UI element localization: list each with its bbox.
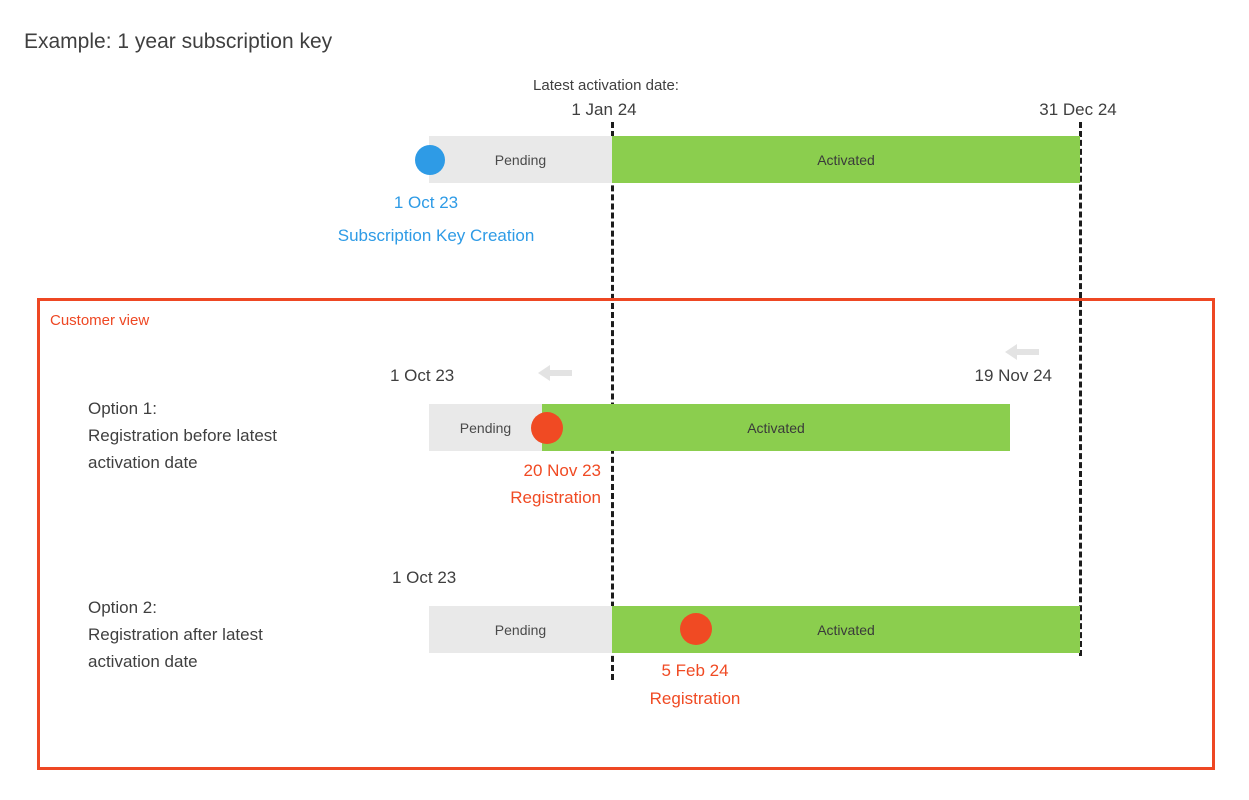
option-2-description: Option 2: Registration after latest acti… (88, 598, 263, 671)
arrow-left-icon-option-1-end (1005, 344, 1039, 360)
creation-date-label: 1 Oct 23 (393, 193, 459, 212)
option-1-registration-dot (531, 412, 563, 444)
option-1-bar-pending: Pending (429, 404, 542, 451)
option-1-bar-activated-label: Activated (747, 419, 805, 436)
arrow-left-icon-option-1-start (538, 365, 572, 381)
option-1-end-date: 19 Nov 24 (974, 366, 1053, 385)
master-bar-activated: Activated (612, 136, 1080, 183)
option-2-bar-activated-label: Activated (817, 621, 875, 638)
option-1-description: Option 1: Registration before latest act… (88, 399, 277, 472)
option-1-bar-activated: Activated (542, 404, 1010, 451)
customer-view-label: Customer view (50, 312, 150, 329)
option-1-registration-label: Registration (510, 488, 601, 507)
page-title: Example: 1 year subscription key (24, 30, 333, 53)
option-2-registration-date: 5 Feb 24 (661, 661, 729, 680)
latest-activation-caption: Latest activation date: (533, 77, 679, 94)
option-1-start-date: 1 Oct 23 (390, 366, 455, 385)
option-2-bar-pending: Pending (429, 606, 612, 653)
master-bar-pending-label: Pending (494, 151, 547, 168)
guide-line-end-date (1079, 122, 1082, 656)
option-2-registration-label: Registration (649, 689, 741, 708)
option-2-registration-dot (680, 613, 712, 645)
guide-line-latest-activation (611, 122, 614, 680)
option-2-start-date: 1 Oct 23 (392, 568, 457, 587)
option-1-bar-pending-label: Pending (459, 419, 512, 436)
latest-activation-date: 1 Jan 24 (571, 100, 637, 119)
creation-description-label: Subscription Key Creation (337, 226, 535, 245)
subscription-key-creation-dot (415, 145, 445, 175)
subscription-end-date: 31 Dec 24 (1039, 100, 1117, 119)
option-2-bar-pending-label: Pending (494, 621, 547, 638)
master-bar-pending: Pending (429, 136, 612, 183)
master-bar-activated-label: Activated (817, 151, 875, 168)
option-1-registration-date: 20 Nov 23 (523, 461, 602, 480)
